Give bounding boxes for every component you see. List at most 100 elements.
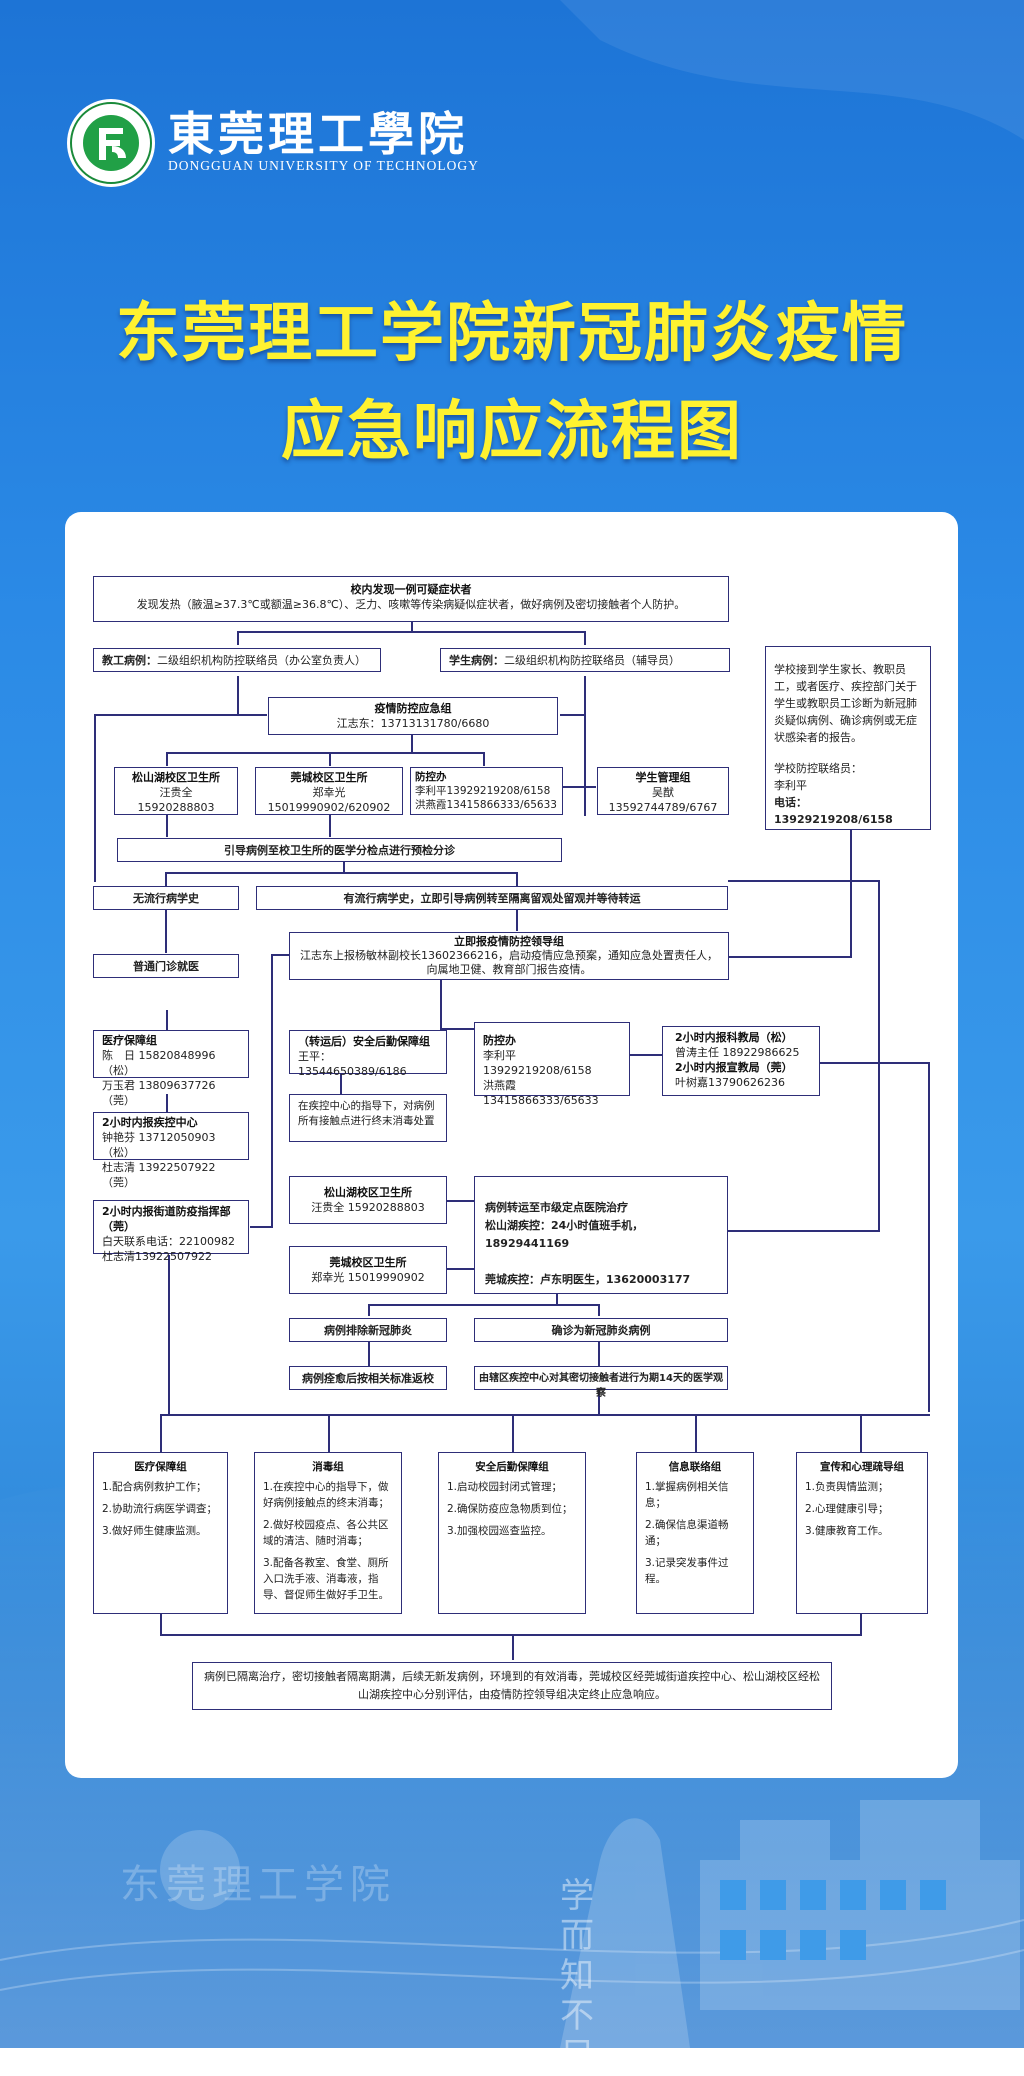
report-leaders-text: 江志东上报杨敏林副校长13602366216，启动疫情应急预案，通知应急处置责任…: [300, 949, 718, 976]
group-item: 3.加强校园巡查监控。: [447, 1525, 552, 1537]
songshan-clinic-phone: 15920288803: [137, 801, 215, 814]
guancheng-clinic-name: 郑幸光: [312, 786, 346, 799]
group-item: 1.配合病例救护工作；: [102, 1481, 207, 1493]
footer-calligraphy: 学而知不足: [560, 1876, 594, 2076]
songshan-clinic-title: 松山湖校区卫生所: [132, 771, 220, 784]
group-item: 2.确保防疫应急物质到位；: [447, 1503, 573, 1515]
group-item: 2.心理健康引导；: [805, 1503, 889, 1515]
group-item: 1.掌握病例相关信息；: [645, 1481, 729, 1509]
student-mgmt-box: 学生管理组 吴猷 13592744789/6767: [597, 767, 729, 815]
transfer-hospital-line2: 松山湖疾控：24小时值班手机，18929441169: [485, 1219, 644, 1250]
ruled-out-box: 病例排除新冠肺炎: [289, 1318, 447, 1342]
street-command-title: 2小时内报街道防疫指挥部（莞）: [102, 1205, 231, 1233]
student-mgmt-name: 吴猷: [652, 786, 674, 799]
group-item: 2.做好校园疫点、各公共区域的清洁、随时消毒；: [263, 1519, 389, 1547]
report-leaders-box: 立即报疫情防控领导组 江志东上报杨敏林副校长13602366216，启动疫情应急…: [289, 932, 729, 980]
observation-box: 由辖区疾控中心对其密切接触者进行为期14天的医学观察: [474, 1366, 728, 1399]
edu-bureau-line3: 2小时内报宣教局（莞）: [675, 1061, 793, 1074]
staff-case-label: 教工病例：: [102, 654, 157, 667]
university-name-en: DONGGUAN UNIVERSITY OF TECHNOLOGY: [168, 158, 479, 173]
university-logo-icon: [67, 99, 155, 187]
school-report-contact-name: 李利平: [774, 779, 807, 792]
group-box: 信息联络组 1.掌握病例相关信息； 2.确保信息渠道畅通； 3.记录突发事件过程。: [636, 1452, 754, 1614]
street-command-line1: 白天联系电话：22100982: [102, 1235, 235, 1248]
discover-box: 校内发现一例可疑症状者 发现发热（腋温≥37.3℃或额温≥36.8℃）、乏力、咳…: [93, 576, 729, 622]
songshan-clinic2-title: 松山湖校区卫生所: [324, 1186, 412, 1199]
group-item: 3.记录突发事件过程。: [645, 1557, 729, 1585]
staff-case-text: 二级组织机构防控联络员（办公室负责人）: [157, 654, 366, 667]
logistics-after-line1: 王平：13544650389/6186: [298, 1050, 407, 1078]
group-item: 3.配备各教室、食堂、厕所入口洗手液、消毒液，指导、督促师生做好手卫生。: [263, 1557, 389, 1601]
group-item: 3.做好师生健康监测。: [102, 1525, 207, 1537]
page-title-line1: 东莞理工学院新冠肺炎疫情: [116, 297, 908, 371]
transfer-hospital-box: 病例转运至市级定点医院治疗 松山湖疾控：24小时值班手机，18929441169…: [474, 1176, 728, 1294]
guancheng-clinic-title: 莞城校区卫生所: [290, 771, 368, 784]
disease-control-box: 2小时内报疾控中心 钟艳芬 13712050903（松） 杜志清 1392250…: [93, 1112, 249, 1189]
logistics-after-box: （转运后）安全后勤保障组 王平：13544650389/6186: [289, 1030, 447, 1078]
guancheng-clinic-box: 莞城校区卫生所 郑幸光 15019990902/620902: [255, 767, 403, 815]
school-report-contact-label: 学校防控联络员：: [774, 762, 862, 775]
prevention-office-line1: 李利平13929219208/6158: [415, 785, 551, 797]
guancheng-clinic2-title: 莞城校区卫生所: [329, 1256, 407, 1269]
school-report-box: 学校接到学生家长、教职员工，或者医疗、疾控部门关于学生或教职员工诊断为新冠肺炎疑…: [765, 646, 931, 830]
group-title: 医疗保障组: [134, 1461, 187, 1473]
group-box: 医疗保障组 1.配合病例救护工作； 2.协助流行病医学调查； 3.做好师生健康监测。: [93, 1452, 228, 1614]
prevention-office-title: 防控办: [415, 771, 447, 783]
transfer-hospital-line3: 莞城疾控：卢东明医生，13620003177: [485, 1273, 691, 1286]
edu-bureau-box: 2小时内报科教局（松） 曾涛主任 18922986625 2小时内报宣教局（莞）…: [662, 1026, 820, 1096]
group-item: 2.确保信息渠道畅通；: [645, 1519, 729, 1547]
group-title: 消毒组: [312, 1461, 344, 1473]
emergency-group-title: 疫情防控应急组: [374, 702, 452, 715]
footer-watermark: 东莞理工学院: [120, 1862, 396, 1908]
discover-title: 校内发现一例可疑症状者: [350, 583, 472, 596]
group-item: 3.健康教育工作。: [805, 1525, 889, 1537]
discover-text: 发现发热（腋温≥37.3℃或额温≥36.8℃）、乏力、咳嗽等传染病疑似症状者，做…: [136, 598, 686, 611]
report-leaders-title: 立即报疫情防控领导组: [454, 935, 564, 948]
university-name-cn: 東莞理工學院: [168, 107, 468, 161]
disease-control-title: 2小时内报疾控中心: [102, 1116, 198, 1129]
prevention-office-line2: 洪燕霞13415866333/65633: [415, 799, 557, 811]
guancheng-clinic2-line1: 郑幸光 15019990902: [311, 1271, 425, 1284]
disinfect-note-box: 在疾控中心的指导下，对病例所有接触点进行终末消毒处置: [289, 1094, 447, 1142]
group-item: 1.在疾控中心的指导下，做好病例接触点的终末消毒；: [263, 1481, 389, 1509]
medical-support-box: 医疗保障组 陈 日 15820848996（松） 万玉君 13809637726…: [93, 1030, 249, 1107]
medical-support-line2: 万玉君 13809637726（莞）: [102, 1079, 216, 1107]
songshan-clinic2-line1: 汪贵全 15920288803: [311, 1201, 425, 1214]
disease-control-line1: 钟艳芬 13712050903（松）: [102, 1131, 216, 1159]
page-title-line2: 应急响应流程图: [281, 395, 743, 469]
songshan-clinic-box: 松山湖校区卫生所 汪贵全 15920288803: [114, 767, 238, 815]
student-case-label: 学生病例：: [449, 654, 504, 667]
group-title: 信息联络组: [668, 1461, 722, 1473]
group-item: 1.负责舆情监测；: [805, 1481, 889, 1493]
staff-case-box: 教工病例：二级组织机构防控联络员（办公室负责人）: [93, 648, 381, 672]
guide-clinic-box: 引导病例至校卫生所的医学分检点进行预检分诊: [117, 838, 562, 862]
group-item: 2.协助流行病医学调查；: [102, 1503, 218, 1515]
emergency-group-contact: 江志东：13713131780/6680: [336, 717, 490, 730]
edu-bureau-line4: 叶树嘉13790626236: [675, 1076, 785, 1089]
group-title: 安全后勤保障组: [475, 1461, 549, 1473]
edu-bureau-line2: 曾涛主任 18922986625: [675, 1046, 800, 1059]
return-school-box: 病例痊愈后按相关标准返校: [289, 1366, 447, 1390]
prevention-office2-line1: 李利平 13929219208/6158: [483, 1049, 592, 1077]
school-report-phone: 电话：13929219208/6158: [774, 796, 893, 826]
guancheng-clinic2-box: 莞城校区卫生所 郑幸光 15019990902: [289, 1246, 447, 1294]
group-box: 安全后勤保障组 1.启动校园封闭式管理； 2.确保防疫应急物质到位； 3.加强校园巡查…: [438, 1452, 586, 1614]
normal-clinic-box: 普通门诊就医: [93, 954, 239, 978]
transfer-hospital-line1: 病例转运至市级定点医院治疗: [485, 1201, 628, 1214]
prevention-office-box: 防控办 李利平13929219208/6158 洪燕霞13415866333/6…: [410, 767, 563, 815]
medical-support-line1: 陈 日 15820848996（松）: [102, 1049, 216, 1077]
group-item: 1.启动校园封闭式管理；: [447, 1481, 563, 1493]
street-command-line2: 杜志清13922507922: [102, 1250, 212, 1263]
group-box: 消毒组 1.在疾控中心的指导下，做好病例接触点的终末消毒； 2.做好校园疫点、各公共…: [254, 1452, 402, 1614]
final-box: 病例已隔离治疗，密切接触者隔离期满，后续无新发病例，环境到的有效消毒，莞城校区经…: [192, 1662, 832, 1710]
school-report-text: 学校接到学生家长、教职员工，或者医疗、疾控部门关于学生或教职员工诊断为新冠肺炎疑…: [774, 663, 917, 744]
prevention-office2-title: 防控办: [483, 1034, 516, 1047]
student-mgmt-title: 学生管理组: [635, 771, 691, 784]
street-command-box: 2小时内报街道防疫指挥部（莞） 白天联系电话：22100982 杜志清13922…: [93, 1200, 249, 1263]
prevention-office2-line2: 洪燕霞 13415866333/65633: [483, 1079, 599, 1107]
student-mgmt-phone: 13592744789/6767: [608, 801, 718, 814]
emergency-group-box: 疫情防控应急组 江志东：13713131780/6680: [268, 697, 558, 735]
disease-control-line2: 杜志清 13922507922（莞）: [102, 1161, 216, 1189]
guancheng-clinic-phone: 15019990902/620902: [267, 801, 391, 814]
